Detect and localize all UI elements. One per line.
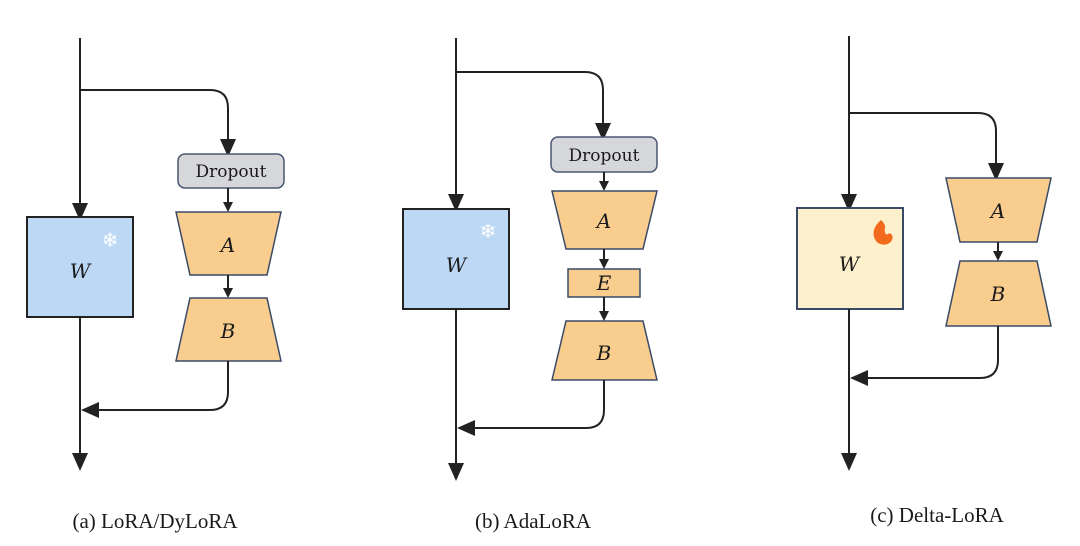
merge-line (850, 326, 999, 386)
trainable-weight-box (796, 207, 904, 310)
adapter-b-label: B (596, 341, 612, 365)
panel-adalora: Dropout W ❄ A E B (b) AdaLoRA (402, 38, 658, 533)
adapter-a-label: A (219, 233, 235, 257)
branch-line (849, 112, 1004, 181)
adapter-b (945, 260, 1052, 327)
snowflake-icon: ❄ (480, 219, 497, 243)
branch-line (456, 71, 611, 141)
adapter-b-label: B (990, 282, 1006, 306)
frozen-weight-box (26, 216, 134, 318)
dropout-label: Dropout (569, 146, 640, 166)
caption-b: (b) AdaLoRA (475, 509, 592, 533)
adapter-b (175, 297, 282, 362)
caption-c: (c) Delta-LoRA (870, 503, 1004, 527)
dropout-label: Dropout (196, 162, 267, 182)
adapter-a (175, 211, 282, 276)
adapter-a-label: A (595, 209, 611, 233)
adapter-a (551, 190, 658, 250)
weight-label: W (446, 253, 468, 277)
caption-a: (a) LoRA/DyLoRA (72, 509, 238, 533)
snowflake-icon: ❄ (102, 228, 119, 252)
adapter-a-label: A (989, 199, 1005, 223)
weight-label: W (839, 252, 861, 276)
dropout-box (177, 153, 285, 189)
adapter-b-label: B (220, 319, 236, 343)
adapter-a (945, 177, 1052, 243)
panel-lora-dylora: Dropout W ❄ A B (a) LoRA/DyLoRA (26, 38, 285, 533)
adapter-e (567, 268, 641, 298)
weight-label: W (70, 259, 92, 283)
adapter-e-label: E (596, 271, 612, 295)
panel-delta-lora: W A B (c) Delta-LoRA (796, 36, 1052, 527)
fire-icon (873, 220, 893, 245)
branch-line (80, 89, 236, 157)
adapter-b (551, 320, 658, 381)
frozen-weight-box (402, 208, 510, 310)
merge-line (457, 380, 605, 436)
merge-line (81, 361, 229, 418)
